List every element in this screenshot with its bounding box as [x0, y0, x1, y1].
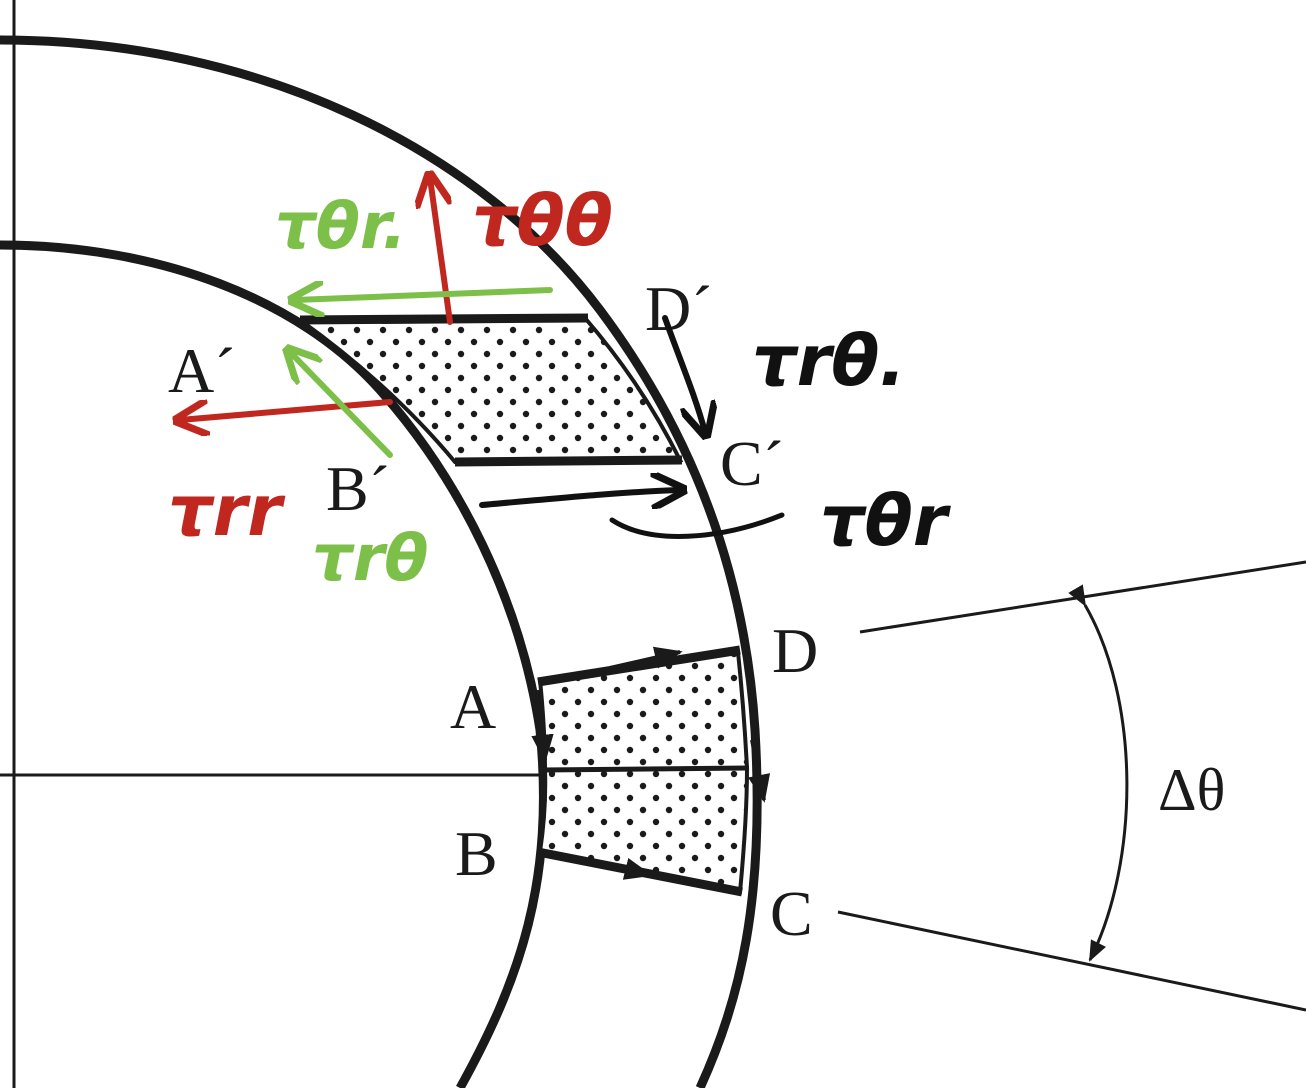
label-delta-theta: Δθ: [1158, 757, 1225, 823]
radial-line-d: [859, 560, 1306, 634]
lower-element-top-edge: [537, 645, 741, 687]
label-b: B: [455, 818, 498, 889]
annotation-red-top: τθθ: [472, 180, 613, 262]
label-b-prime: B´: [326, 453, 390, 524]
label-d: D: [772, 615, 818, 686]
shear-arrow-top: [609, 646, 683, 670]
label-c: C: [770, 878, 813, 949]
annotation-red-left: τrr: [168, 470, 286, 552]
black-pointer-line: [609, 512, 785, 539]
delta-theta-arc: [1068, 584, 1129, 962]
radial-line-c: [837, 910, 1306, 1012]
label-d-prime: D´: [645, 273, 713, 344]
annotation-green-top: τθr.: [275, 190, 407, 264]
inner-arc: [0, 240, 548, 1088]
upper-element-bottom-edge: [454, 455, 683, 467]
black-arrow-down: [662, 315, 705, 432]
shear-arrow-ab: [531, 689, 554, 763]
annotation-green-bottom: τrθ: [312, 522, 428, 596]
red-arrow-up: [430, 178, 453, 325]
lower-element-middle-edge: [541, 765, 749, 773]
label-a-prime: A´: [168, 335, 236, 406]
outer-arc: [0, 35, 762, 1088]
upper-element-top-edge: [299, 313, 589, 325]
shear-arrow-dc: [748, 739, 771, 803]
annotation-black-lower: τθr: [820, 480, 952, 562]
label-c-prime: C´: [720, 428, 784, 499]
red-arrow-left: [180, 399, 393, 420]
green-arrow-diagonal: [290, 352, 393, 458]
black-arrow-right: [479, 490, 680, 505]
annotation-black-upper: τrθ.: [752, 320, 906, 402]
green-arrow-left: [295, 290, 553, 300]
shear-arrow-bottom: [589, 858, 653, 880]
label-a: A: [450, 671, 496, 742]
